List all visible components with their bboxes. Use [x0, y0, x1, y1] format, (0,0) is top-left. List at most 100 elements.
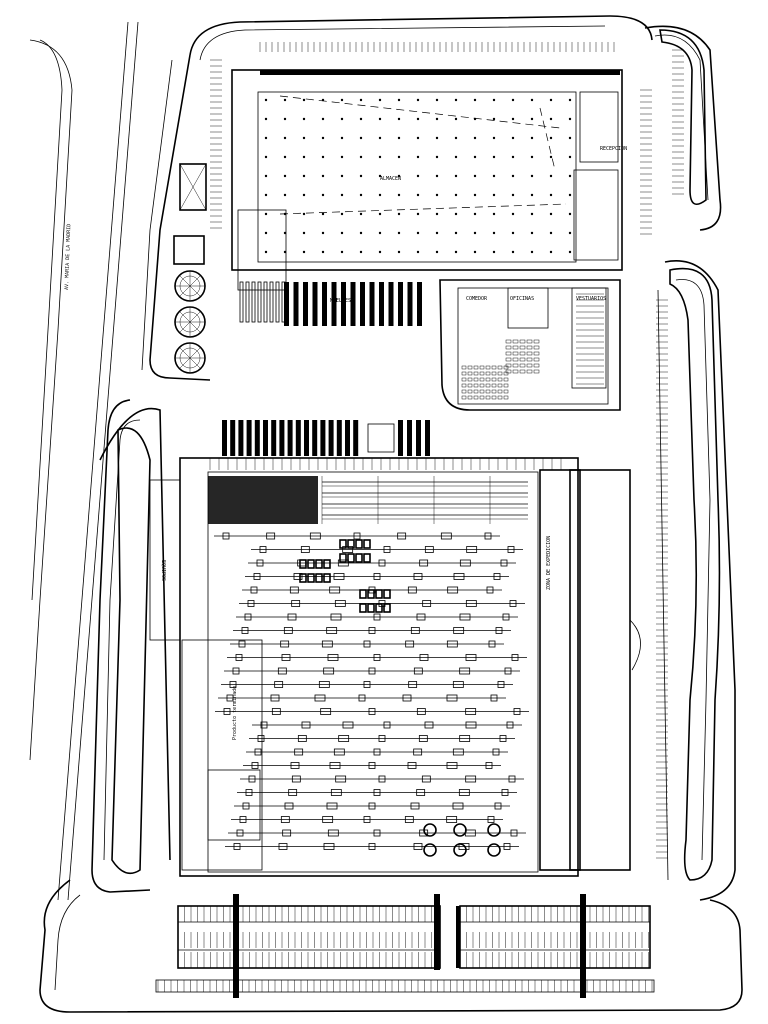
desk [526, 351, 533, 356]
column-dot [359, 231, 363, 235]
machine [413, 667, 423, 675]
column-dot [549, 136, 553, 140]
machine [378, 559, 386, 567]
machine [274, 681, 284, 688]
column-dot [492, 250, 496, 254]
machine [244, 613, 252, 621]
seat [491, 383, 497, 388]
machine [287, 613, 297, 621]
machine [373, 829, 381, 837]
machine [487, 816, 495, 823]
dock-bay [398, 282, 403, 326]
machine [260, 721, 268, 729]
machine-cluster [323, 573, 331, 583]
machine-cluster [315, 573, 323, 583]
upper-dock-bays [239, 281, 422, 326]
column-dot [473, 193, 477, 197]
tank-small [423, 843, 437, 857]
column-dot [264, 212, 268, 216]
column-dot [397, 98, 401, 102]
desk [505, 357, 512, 362]
column-dot [530, 155, 534, 159]
column-dot [454, 136, 458, 140]
machine [238, 640, 246, 648]
dock-bay [222, 420, 227, 456]
desk [533, 357, 540, 362]
column-dot [283, 155, 287, 159]
machine [465, 721, 477, 729]
seat [479, 389, 485, 394]
production-building [149, 420, 641, 877]
machine [447, 586, 459, 594]
column-dot [511, 250, 515, 254]
tank-small [487, 823, 501, 837]
column-dot [549, 174, 553, 178]
machine [465, 654, 477, 661]
column-dot [568, 98, 572, 102]
column-dot [435, 231, 439, 235]
machine [223, 708, 231, 715]
machine [281, 654, 291, 661]
machine [278, 843, 288, 850]
dock-bay [407, 420, 412, 456]
column-dot [530, 98, 534, 102]
seat [497, 365, 503, 370]
column-dot [435, 250, 439, 254]
seat [467, 383, 473, 388]
column-dot [359, 136, 363, 140]
tank-small [423, 823, 437, 837]
seat [503, 395, 509, 400]
machine [497, 681, 505, 688]
column-dot [511, 193, 515, 197]
machine [446, 762, 458, 769]
machine [368, 708, 376, 715]
desk [505, 345, 512, 350]
desk [526, 369, 533, 374]
seat [503, 371, 509, 376]
seat [467, 365, 473, 370]
process-lines [214, 532, 529, 857]
seat [461, 365, 467, 370]
machine [280, 640, 290, 648]
machine [320, 708, 332, 715]
machine-cluster [307, 559, 315, 569]
dock-bay-small [281, 281, 286, 323]
dock-bay [279, 420, 285, 456]
column-dot [454, 193, 458, 197]
dock-office [367, 423, 395, 453]
seat [473, 365, 479, 370]
dock-bay [350, 282, 356, 326]
machine [277, 667, 287, 675]
machine [504, 667, 512, 675]
seat [461, 389, 467, 394]
machine [373, 573, 381, 580]
column-dot [549, 250, 553, 254]
machine [407, 762, 417, 769]
desk [519, 363, 526, 368]
machine [509, 600, 517, 607]
dock-bay [341, 282, 346, 326]
room-label: VESTUARIOS [576, 296, 606, 302]
room-label: MUELLES [330, 298, 351, 304]
column-dot [264, 193, 268, 197]
column-dot [283, 117, 287, 121]
column-dot [568, 231, 572, 235]
seat [485, 395, 491, 400]
machine [300, 546, 310, 553]
landscape-islands [111, 29, 721, 881]
dock-bay [407, 282, 413, 326]
column-dot [321, 136, 325, 140]
machine [323, 843, 335, 850]
column-dot [568, 117, 572, 121]
machine [383, 546, 391, 553]
machine [368, 802, 376, 810]
column-dot [530, 136, 534, 140]
column-dot [397, 231, 401, 235]
dock-bay-small [245, 281, 250, 323]
dock-bay [303, 282, 308, 326]
machine [288, 789, 298, 796]
machine [424, 721, 434, 729]
machine [410, 802, 420, 810]
column-dot [530, 250, 534, 254]
machine [280, 816, 290, 823]
